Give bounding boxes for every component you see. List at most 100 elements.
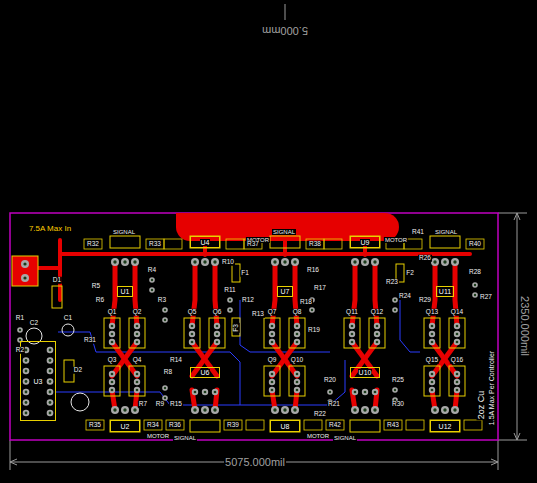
drill-hole	[193, 408, 196, 411]
pcb-shape	[10, 440, 11, 470]
top-traces	[38, 240, 470, 300]
silkscreen-label: R7	[138, 401, 148, 408]
pad	[451, 258, 459, 266]
resistor-outline	[304, 420, 322, 430]
transistor-outline	[264, 366, 280, 396]
silkscreen-label: R33	[148, 241, 162, 248]
transistor-outline	[369, 318, 385, 348]
drill-hole	[456, 341, 459, 344]
drill-hole	[364, 391, 367, 394]
pad	[109, 379, 115, 385]
pad	[121, 406, 129, 414]
reference-designator: U2	[120, 423, 131, 430]
pad	[162, 385, 168, 391]
transistor-outline	[104, 318, 120, 348]
pad	[47, 389, 54, 396]
pad	[211, 258, 219, 266]
silkscreen-label: Q2	[132, 309, 143, 316]
silkscreen-label: SIGNAL	[333, 435, 357, 441]
drill-hole	[19, 329, 21, 331]
silkscreen-label: R36	[168, 422, 182, 429]
drill-hole	[49, 391, 52, 394]
silkscreen-label: 1.5A Max Per Controller	[488, 350, 495, 426]
silkscreen-label: Q12	[370, 309, 384, 316]
pcb-shape	[285, 4, 286, 20]
drill-hole	[296, 341, 299, 344]
resistor-outline	[466, 239, 484, 249]
silkscreen-label: R35	[88, 422, 102, 429]
pad	[374, 339, 380, 345]
pad	[214, 331, 220, 337]
silkscreen-label: R10	[221, 259, 235, 266]
silkscreen-label: SIGNAL	[112, 229, 136, 235]
drill-hole	[353, 408, 356, 411]
drill-hole	[164, 319, 166, 321]
pad	[451, 406, 459, 414]
pad	[351, 258, 359, 266]
pcb-shape	[192, 342, 217, 376]
drill-hole	[363, 260, 366, 263]
reference-designator: U3	[33, 378, 44, 385]
package-outline	[350, 236, 380, 248]
pad	[212, 389, 218, 395]
drill-hole	[431, 381, 434, 384]
silkscreen-label: R40	[468, 241, 482, 248]
silkscreen-label: R13	[251, 311, 265, 318]
silkscreen-label: Q4	[132, 357, 143, 364]
pcb-shape	[498, 213, 527, 214]
channel	[164, 236, 244, 432]
component-outline: U6	[190, 367, 220, 378]
silkscreen-label: R15	[169, 401, 183, 408]
channel	[324, 236, 404, 432]
pad	[361, 406, 369, 414]
pad	[162, 307, 168, 313]
package-outline	[350, 420, 380, 432]
silkscreen-label: D2	[73, 367, 83, 374]
pad	[134, 323, 140, 329]
package-outline	[270, 420, 300, 432]
component-outline: U1	[117, 286, 133, 297]
pad	[47, 368, 54, 375]
drill-hole	[456, 325, 459, 328]
pad	[349, 323, 355, 329]
pad	[294, 371, 300, 377]
pcb-shape	[71, 393, 89, 411]
pad	[111, 258, 119, 266]
silkscreen-label: R11	[223, 287, 236, 294]
drill-hole	[203, 260, 206, 263]
pcb-shape	[38, 254, 470, 268]
pad	[109, 331, 115, 337]
drill-hole	[271, 381, 274, 384]
silkscreen-label: R23	[385, 279, 399, 286]
drill-hole	[296, 333, 299, 336]
channel	[404, 236, 484, 432]
capacitors	[26, 324, 89, 411]
pcb-shape	[498, 440, 527, 441]
resistor-outline	[226, 239, 244, 249]
drill-hole	[111, 381, 114, 384]
silkscreen-label: R17	[313, 285, 327, 292]
pad	[162, 317, 168, 323]
silkscreen-label: R26	[418, 255, 432, 262]
drill-hole	[204, 391, 207, 394]
terminal-block	[12, 256, 38, 286]
resistor-outline	[146, 239, 164, 249]
drill-hole	[164, 397, 166, 399]
drill-hole	[363, 408, 366, 411]
pad	[349, 331, 355, 337]
pad	[47, 399, 54, 406]
silkscreen-label: R28	[468, 269, 482, 276]
drill-hole	[311, 309, 313, 311]
component-outline: U8	[270, 420, 300, 432]
drill-hole	[296, 373, 299, 376]
drill-hole	[203, 408, 206, 411]
pad	[269, 331, 275, 337]
silkscreen-label: R24	[398, 293, 412, 300]
reference-designator: U6	[200, 369, 211, 376]
pad	[189, 339, 195, 345]
drill-hole	[111, 333, 114, 336]
silkscreen-label: R12	[241, 297, 255, 304]
pad	[109, 387, 115, 393]
pad	[392, 297, 398, 303]
drill-hole	[374, 391, 377, 394]
